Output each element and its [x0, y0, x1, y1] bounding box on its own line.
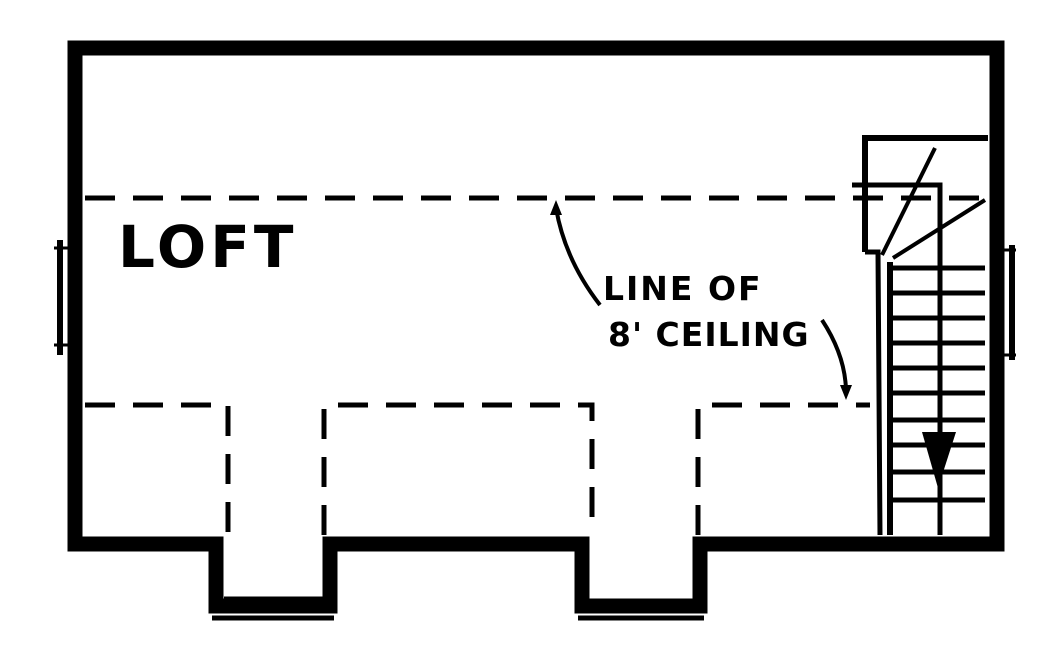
dormer-right — [578, 598, 704, 621]
ceiling-annotation-line1: LINE OF — [603, 269, 763, 308]
ceiling-annotation-line2: 8' CEILING — [608, 315, 810, 354]
window-east — [1000, 245, 1016, 360]
ceiling-line-dashed — [85, 195, 985, 535]
leader-lines — [554, 207, 848, 391]
dormer-left — [212, 596, 334, 621]
stair-direction-arrow — [922, 432, 956, 488]
staircase — [852, 135, 988, 536]
room-label: LOFT — [118, 213, 298, 281]
window-west — [54, 240, 72, 355]
exterior-wall — [67, 40, 1005, 614]
